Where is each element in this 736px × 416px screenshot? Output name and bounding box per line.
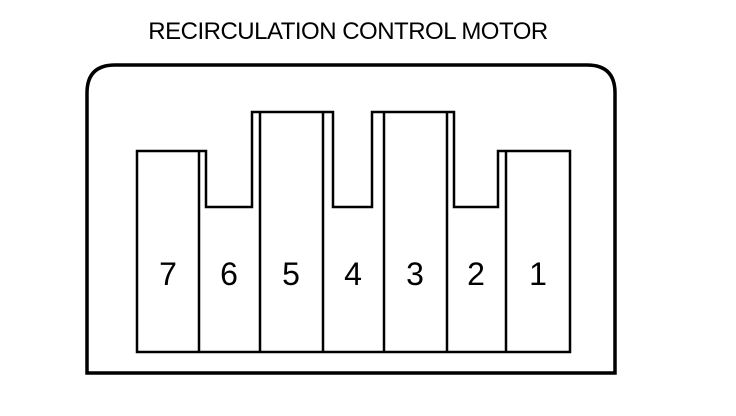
pin-label-4: 4 <box>344 256 362 292</box>
pin-cavity-profile <box>135 110 572 354</box>
pin-label-3: 3 <box>406 256 424 292</box>
diagram-title: RECIRCULATION CONTROL MOTOR <box>148 18 548 45</box>
connector-housing-outline <box>85 63 617 375</box>
pin-label-5: 5 <box>282 256 300 292</box>
pin-label-6: 6 <box>220 256 238 292</box>
pin-label-7: 7 <box>159 256 177 292</box>
pin-label-1: 1 <box>529 256 547 292</box>
pin-label-2: 2 <box>467 256 485 292</box>
